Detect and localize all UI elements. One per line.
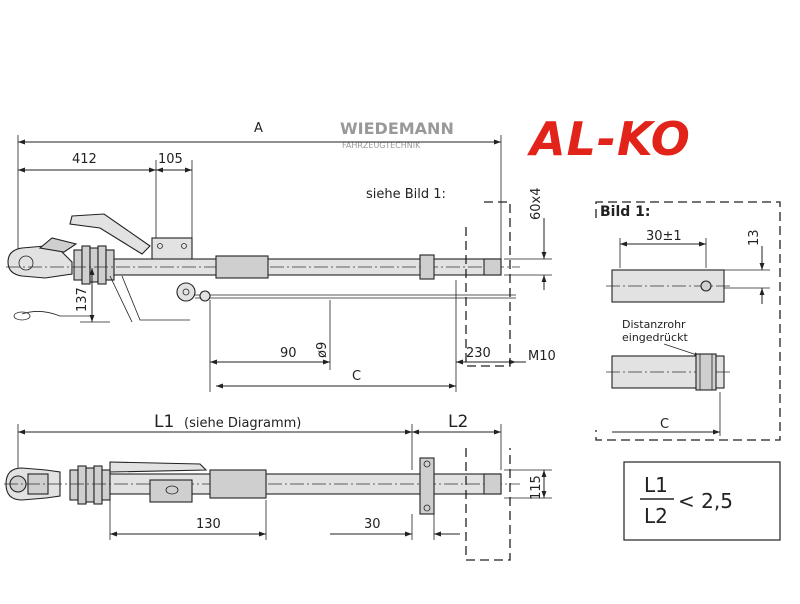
hand-lever-top [109,461,208,473]
dim-l1-label: L1 [154,412,174,432]
coupling-grip [38,237,78,253]
rod-eye [176,282,196,302]
ratio-formula-box: L1 L2 < 2,5 [623,461,781,541]
dim-30pm1-label: 30±1 [646,229,682,244]
dim-105-label: 105 [158,152,183,167]
spacer-tube [695,353,717,391]
bellows-side [73,245,115,285]
coupling-ball-socket [18,255,34,271]
detail-bolt-hole [700,280,712,292]
dim-412-label: 412 [72,152,97,167]
detail-title: Bild 1: [600,204,651,220]
detail-bild1: Bild 1: 30±1 13 Distanzrohr eingedrückt … [595,201,781,441]
tube-clamp-top [209,469,267,499]
alko-logo: AL-KO [527,112,691,166]
dim-115-label: 115 [529,475,544,500]
alko-logo-text: AL-KO [527,112,691,166]
tube-clamp [215,255,269,279]
formula-numerator: L1 [644,473,668,497]
watermark-main: WIEDEMANN [340,119,454,138]
dim-130-label: 130 [196,517,221,532]
dim-phi9-label: ø9 [315,342,330,358]
formula-denominator: L2 [644,504,668,528]
wiedemann-watermark: WIEDEMANN FAHRZEUGTECHNIK [340,119,454,150]
mount-clamp-side [419,254,435,280]
mount-clamp-top [419,457,435,515]
tube-end-cap [483,258,502,276]
dim-c-side-label: C [352,369,361,384]
bellows-top [69,465,111,505]
lever-bracket-top [149,479,193,503]
detail-note-line2: eingedrückt [622,331,688,344]
dim-30-label: 30 [364,517,381,532]
formula-condition: < 2,5 [678,489,733,513]
watermark-sub: FAHRZEUGTECHNIK [342,141,421,150]
side-view: A 412 105 [6,121,556,392]
dim-l1-note: (siehe Diagramm) [184,416,301,431]
dim-c-detail-label: C [660,417,669,432]
dim-m10-label: M10 [528,349,556,364]
dim-90-label: 90 [280,346,297,361]
detail-note-line1: Distanzrohr [622,318,686,331]
top-view: L1 (siehe Diagramm) L2 115 [4,412,552,561]
breakaway-cable [21,311,92,317]
hand-brake-lever [69,213,151,255]
dim-a-label: A [254,121,263,136]
dim-137-label: 137 [75,287,90,312]
ref-bild1-label: siehe Bild 1: [366,187,446,202]
dim-13-label: 13 [747,229,762,246]
detail-frame [595,201,781,441]
dim-l2-label: L2 [448,412,468,432]
dim-60x4-label: 60x4 [529,187,544,220]
support-leg [121,275,190,321]
bild1-reference-frame [465,201,511,367]
top-reference-frame [465,448,511,561]
dim-230-label: 230 [466,346,491,361]
formula-frame [623,461,781,541]
